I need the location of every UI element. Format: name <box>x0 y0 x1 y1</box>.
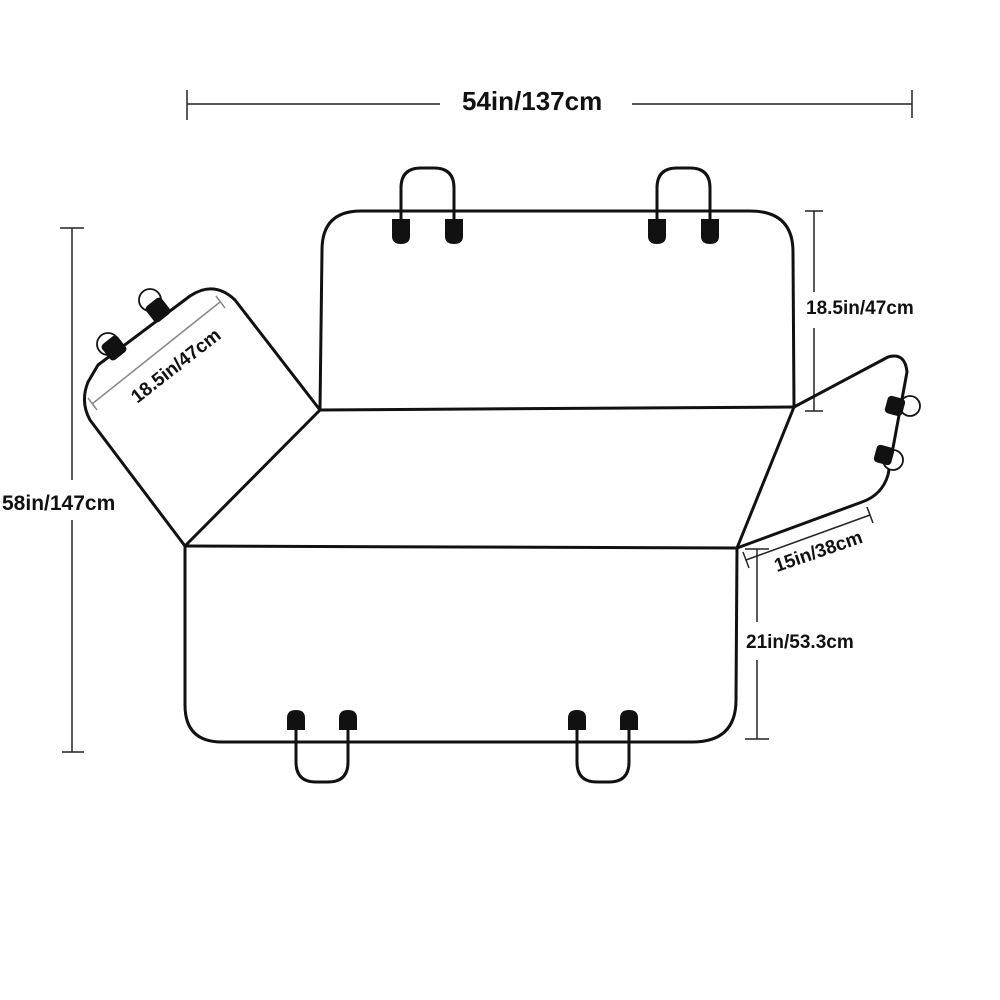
seat-left-fold <box>183 408 322 548</box>
left-side-flap <box>83 287 322 548</box>
backrest-panel <box>318 209 796 412</box>
right-flap-clip-lower <box>873 444 904 471</box>
seat-front-edge <box>183 544 739 550</box>
total-width-label: 54in/137cm <box>462 86 603 116</box>
front-drop-panel <box>183 544 739 744</box>
left-flap-clip-upper <box>138 288 171 323</box>
left-flap-dimension-line <box>87 295 226 411</box>
front-drop-height-label: 21in/53.3cm <box>746 632 854 653</box>
right-flap-clip-upper <box>884 395 921 417</box>
length-dimension-line <box>60 227 84 753</box>
backrest-strap-right <box>648 166 719 244</box>
backrest-height-label: 18.5in/47cm <box>806 298 914 319</box>
seat-right-fold <box>735 405 796 550</box>
front-strap-left <box>287 710 357 784</box>
width-dimension-line <box>186 90 913 120</box>
right-flap-dimension-line <box>742 506 874 569</box>
total-length-label: 58in/147cm <box>2 492 116 515</box>
seat-back-edge <box>318 405 796 412</box>
backrest-strap-left <box>392 166 463 244</box>
right-side-flap <box>735 354 909 550</box>
front-drop-dimension-line <box>745 548 769 740</box>
front-strap-right <box>568 710 638 784</box>
left-flap-clip-lower <box>96 332 127 361</box>
